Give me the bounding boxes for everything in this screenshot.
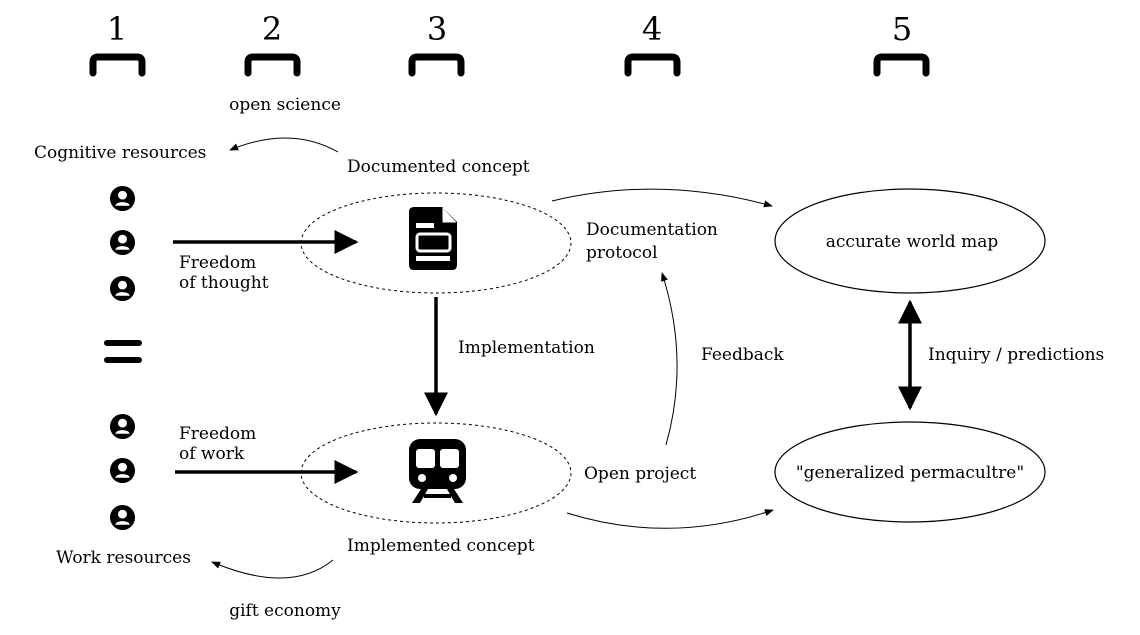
column-number-3: 3 xyxy=(427,10,447,48)
column-4: 4 xyxy=(624,10,681,77)
curved-arrow-to-work-resources xyxy=(211,559,334,579)
inquiry-predictions-label: Inquiry / predictions xyxy=(928,345,1104,365)
arrow-to-permaculture xyxy=(566,509,774,529)
documentation-protocol-label-line1: Documentation xyxy=(586,220,718,240)
freedom-of-thought-label-line2: of thought xyxy=(179,273,269,293)
documented-concept-ellipse xyxy=(300,192,572,294)
column-3: 3 xyxy=(408,10,465,77)
person-icon xyxy=(109,185,136,212)
generalized-permaculture-label: "generalized permacultre" xyxy=(796,463,1024,483)
curved-arrow-to-cognitive-resources xyxy=(229,137,339,153)
column-number-4: 4 xyxy=(642,10,662,48)
bracket-icon xyxy=(873,53,930,77)
document-icon xyxy=(409,207,457,270)
implemented-concept-ellipse xyxy=(300,422,572,524)
column-1: 1 xyxy=(89,10,146,77)
equals-sign xyxy=(104,340,142,363)
documentation-protocol-label-line2: protocol xyxy=(586,243,658,263)
column-number-5: 5 xyxy=(892,10,912,48)
arrow-to-world-map xyxy=(551,188,773,208)
feedback-arrow xyxy=(661,272,678,446)
documented-concept-label: Documented concept xyxy=(347,157,530,177)
freedom-of-work-label-line1: Freedom xyxy=(179,424,256,444)
person-icon xyxy=(109,457,136,484)
accurate-world-map-label: accurate world map xyxy=(826,232,999,252)
column-5: 5 xyxy=(873,10,930,77)
bracket-icon xyxy=(244,53,301,77)
generalized-permaculture-ellipse xyxy=(774,421,1046,523)
person-icon xyxy=(109,229,136,256)
person-icon xyxy=(109,504,136,531)
open-science-label: open science xyxy=(229,95,341,115)
person-icon xyxy=(109,413,136,440)
train-icon xyxy=(409,439,466,503)
work-resources-label: Work resources xyxy=(56,548,191,568)
column-number-2: 2 xyxy=(262,10,282,48)
bracket-icon xyxy=(408,53,465,77)
column-2: 2 xyxy=(244,10,301,77)
open-project-label: Open project xyxy=(584,464,696,484)
freedom-of-thought-label-line1: Freedom xyxy=(179,253,256,273)
freedom-of-work-label-line2: of work xyxy=(179,444,245,464)
implemented-concept-label: Implemented concept xyxy=(347,536,535,556)
column-number-1: 1 xyxy=(107,10,127,48)
bracket-icon xyxy=(89,53,146,77)
bracket-icon xyxy=(624,53,681,77)
cognitive-resources-label: Cognitive resources xyxy=(34,143,206,163)
feedback-label: Feedback xyxy=(701,345,784,365)
gift-economy-label: gift economy xyxy=(229,601,341,621)
person-icon xyxy=(109,275,136,302)
implementation-label: Implementation xyxy=(458,338,595,358)
accurate-world-map-ellipse xyxy=(774,188,1046,294)
